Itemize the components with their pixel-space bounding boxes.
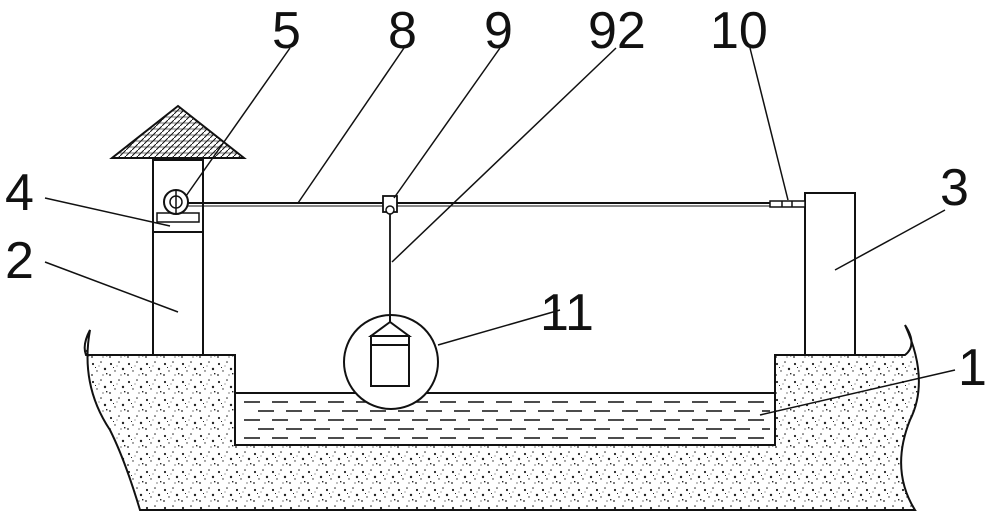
label-motor-seat: 4	[5, 164, 34, 222]
label-sampler-detail: 11	[540, 284, 594, 342]
label-winch: 5	[272, 2, 301, 60]
ground	[83, 324, 920, 511]
label-cable-anchor: 10	[710, 2, 768, 60]
leader-lines	[44, 47, 956, 416]
right-post	[804, 192, 856, 356]
sampler-detail	[343, 314, 439, 410]
cable-anchor	[769, 200, 806, 208]
label-right-post: 3	[940, 159, 969, 217]
label-cable: 8	[388, 2, 417, 60]
pulley	[382, 195, 398, 215]
label-hanging-rope: 92	[588, 2, 646, 60]
water	[236, 392, 774, 444]
left-post	[152, 159, 204, 356]
cable	[188, 202, 770, 207]
label-pulley: 9	[484, 2, 513, 60]
label-left-post: 2	[5, 232, 34, 290]
label-layer: 5 8 9 92 10 4 2 3 11 1	[5, 2, 987, 397]
winch	[163, 189, 189, 215]
label-ground-basin: 1	[958, 339, 987, 397]
roof	[109, 104, 247, 159]
